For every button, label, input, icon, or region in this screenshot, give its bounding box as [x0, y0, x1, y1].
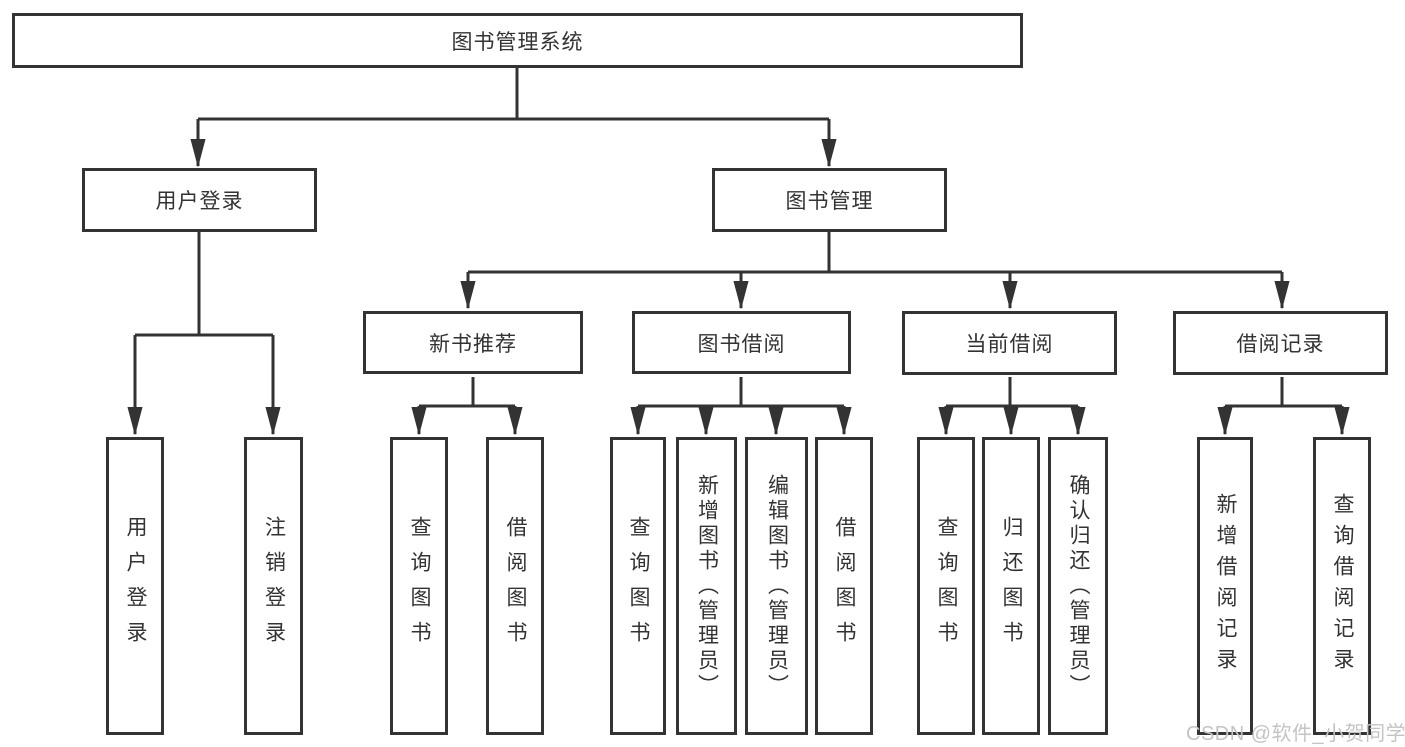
leaf-confirm-return-admin-label: 确认归还（管理员） [1067, 473, 1090, 699]
watermark-text: CSDN @软件_小贺同学 [1186, 723, 1405, 745]
leaf-user-login-label: 用户登录 [124, 516, 147, 656]
node-user-login: 用户登录 [82, 168, 317, 232]
leaf-return-books-label: 归还图书 [1000, 516, 1023, 656]
leaf-query-books-borrowing-label: 查询图书 [627, 516, 650, 656]
connector-trunks [135, 68, 1342, 408]
leaf-add-books-admin: 新增图书（管理员） [676, 437, 737, 735]
leaf-return-books: 归还图书 [982, 437, 1040, 735]
leaf-add-borrow-record-label: 新增借阅记录 [1214, 493, 1237, 679]
node-book-management: 图书管理 [712, 168, 947, 232]
leaf-query-books-current-label: 查询图书 [935, 516, 958, 656]
leaf-query-borrow-record-label: 查询借阅记录 [1331, 493, 1354, 679]
node-book-borrowing: 图书借阅 [632, 311, 851, 374]
leaf-borrow-books: 借阅图书 [815, 437, 873, 735]
leaf-user-login: 用户登录 [106, 437, 164, 735]
leaf-query-books-current: 查询图书 [917, 437, 975, 735]
leaf-add-borrow-record: 新增借阅记录 [1197, 437, 1253, 735]
node-new-book-recommend: 新书推荐 [363, 311, 583, 374]
leaf-edit-books-admin: 编辑图书（管理员） [745, 437, 808, 735]
node-new-book-recommend-label: 新书推荐 [429, 332, 517, 356]
leaf-borrow-books-recommend: 借阅图书 [486, 437, 544, 735]
leaf-query-books-recommend-label: 查询图书 [408, 516, 431, 656]
node-borrow-records: 借阅记录 [1173, 311, 1388, 375]
node-root-label: 图书管理系统 [451, 30, 584, 54]
node-user-login-label: 用户登录 [155, 190, 244, 213]
leaf-edit-books-admin-label: 编辑图书（管理员） [765, 473, 789, 699]
node-borrow-records-label: 借阅记录 [1236, 333, 1325, 356]
leaf-logout-label: 注销登录 [262, 516, 286, 656]
node-book-borrowing-label: 图书借阅 [697, 332, 786, 356]
leaf-query-borrow-record: 查询借阅记录 [1313, 437, 1371, 735]
node-current-borrowing: 当前借阅 [902, 311, 1117, 375]
leaf-add-books-admin-label: 新增图书（管理员） [695, 473, 719, 699]
leaf-logout: 注销登录 [244, 437, 303, 735]
node-book-management-label: 图书管理 [785, 190, 874, 213]
leaf-borrow-books-recommend-label: 借阅图书 [504, 516, 527, 656]
leaf-query-books-borrowing: 查询图书 [610, 437, 666, 735]
leaf-confirm-return-admin: 确认归还（管理员） [1048, 437, 1108, 735]
node-current-borrowing-label: 当前借阅 [965, 333, 1054, 356]
leaf-query-books-recommend: 查询图书 [390, 437, 448, 735]
node-root-library-management-system: 图书管理系统 [12, 13, 1023, 68]
leaf-borrow-books-label: 借阅图书 [833, 516, 856, 656]
connector-arrows [135, 119, 1342, 434]
